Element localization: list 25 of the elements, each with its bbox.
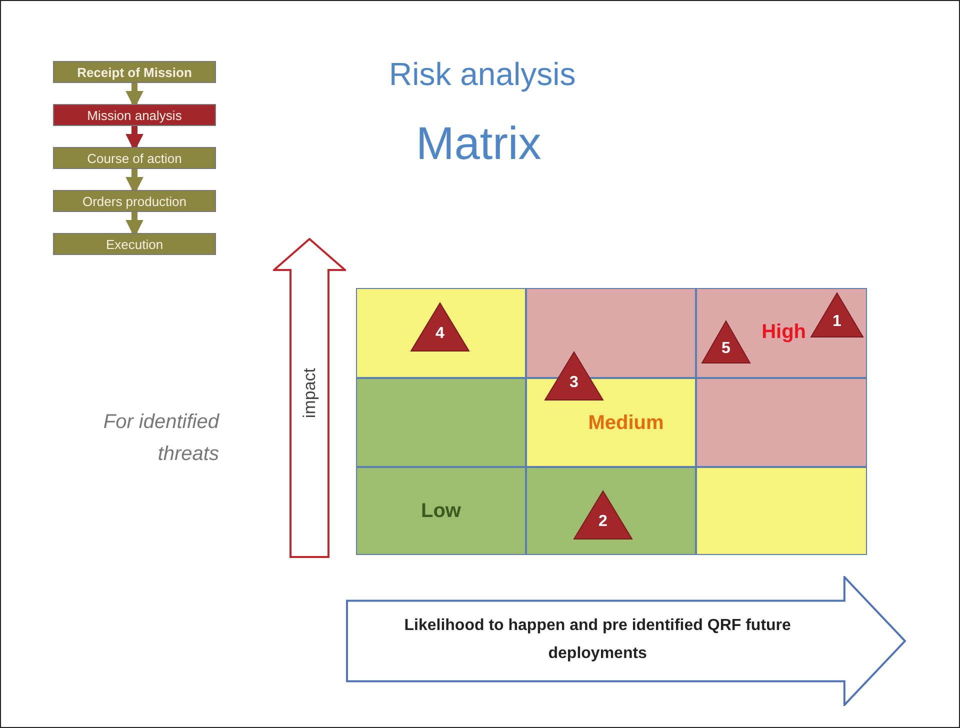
triangle-marker: 4	[410, 302, 470, 352]
process-box: Course of action	[53, 147, 216, 169]
triangle-marker: 3	[544, 351, 604, 401]
matrix-cell	[356, 467, 526, 555]
matrix-cell	[526, 467, 696, 555]
risk-level-label: High	[762, 321, 806, 344]
side-note: For identified threats	[102, 410, 219, 467]
matrix-cell	[356, 378, 526, 467]
risk-level-label: Low	[421, 500, 461, 522]
matrix-cell	[696, 467, 867, 555]
triangle-marker: 1	[810, 292, 864, 338]
process-box: Execution	[53, 233, 216, 255]
process-box: Orders production	[53, 190, 216, 212]
triangle-marker: 2	[573, 490, 633, 540]
risk-level-label: Medium	[588, 412, 664, 435]
axis-arrow: Likelihood to happen and pre identified QRF future deployments	[346, 576, 906, 706]
process-box: Receipt of Mission	[53, 61, 216, 83]
title-text: Matrix	[416, 116, 542, 170]
process-box: Mission analysis	[53, 104, 216, 126]
axis-arrow: impact	[273, 238, 346, 558]
matrix-cell	[696, 288, 867, 378]
matrix-cell	[696, 378, 867, 467]
title-text: Risk analysis	[389, 56, 576, 93]
triangle-marker: 5	[701, 320, 751, 364]
matrix-cell	[356, 288, 526, 378]
